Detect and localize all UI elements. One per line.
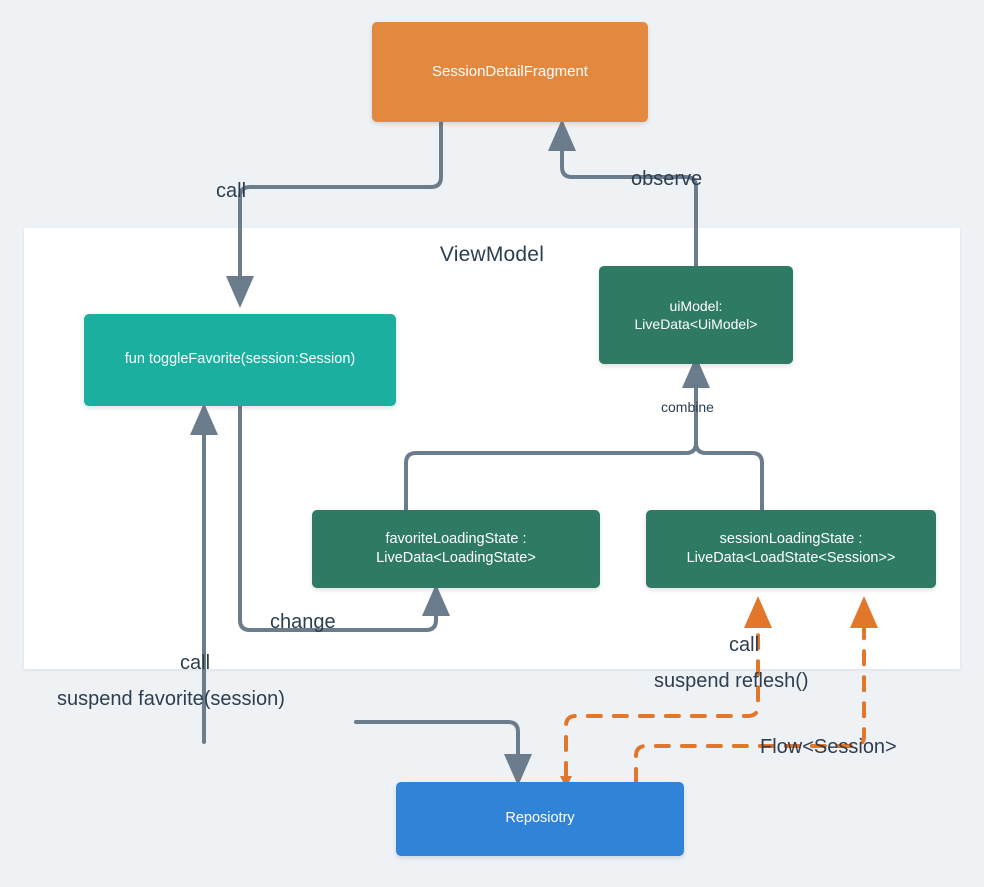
node-session-loading-state-line2: LiveData<LoadState<Session>> xyxy=(686,550,896,566)
edge-label-change: change xyxy=(270,611,336,633)
node-ui-model-line2: LiveData<UiModel> xyxy=(634,316,758,332)
node-toggle-favorite[interactable]: fun toggleFavorite(session:Session) xyxy=(84,314,396,406)
edge-label-flow-session: Flow<Session> xyxy=(760,736,897,758)
node-ui-model[interactable]: uiModel: LiveData<UiModel> xyxy=(599,266,793,364)
node-toggle-favorite-label: fun toggleFavorite(session:Session) xyxy=(124,351,356,368)
node-session-loading-state[interactable]: sessionLoadingState : LiveData<LoadState… xyxy=(646,510,936,588)
node-session-detail-fragment[interactable]: SessionDetailFragment xyxy=(372,22,648,122)
edge-label-observe: observe xyxy=(631,168,703,190)
viewmodel-panel-title: ViewModel xyxy=(439,243,545,266)
node-repository[interactable]: Reposiotry xyxy=(396,782,684,856)
edge-label-suspend-favorite: suspend favorite(session) xyxy=(57,688,285,710)
node-repository-label: Reposiotry xyxy=(505,810,575,827)
edge-label-call-fragment-to-toggle: call xyxy=(216,180,247,202)
node-session-loading-state-line1: sessionLoadingState : xyxy=(719,530,863,547)
edge-label-combine: combine xyxy=(661,399,714,415)
node-session-detail-fragment-label: SessionDetailFragment xyxy=(432,63,588,81)
node-ui-model-line1: uiModel: xyxy=(669,297,723,314)
edge-label-call-repo-to-session-state: call xyxy=(729,634,760,656)
edge-label-call-repo-to-toggle: call xyxy=(180,652,211,674)
edge-label-suspend-reflesh: suspend reflesh() xyxy=(654,670,809,692)
